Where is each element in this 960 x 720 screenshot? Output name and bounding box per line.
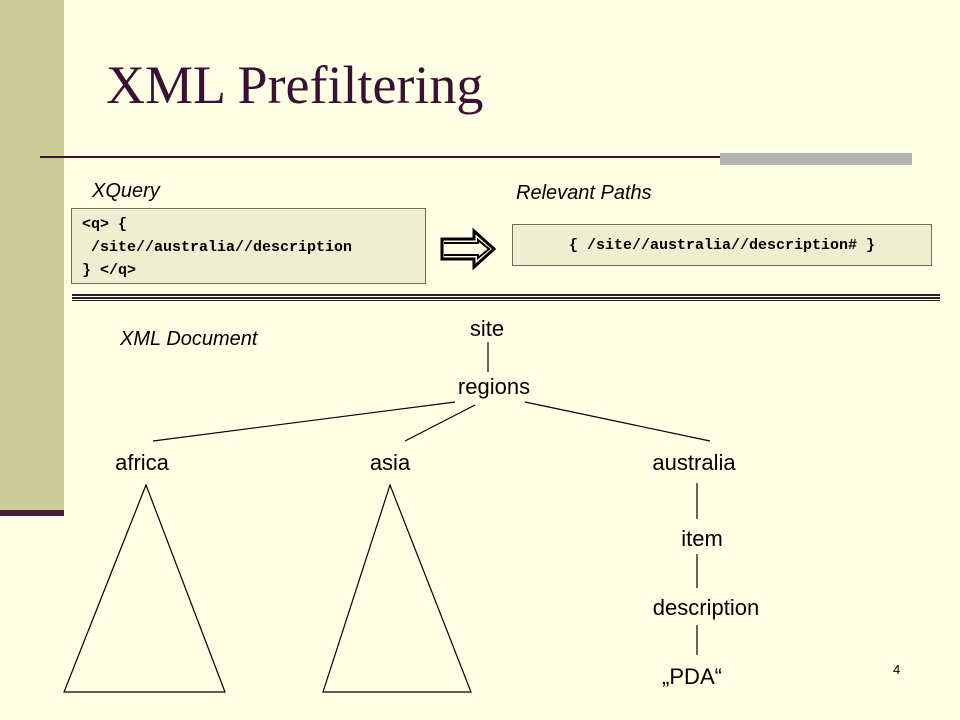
xml-document-label: XML Document xyxy=(120,328,258,350)
relevant-paths-label: Relevant Paths xyxy=(516,182,652,204)
node-site: site xyxy=(469,316,505,341)
xquery-code-box: <q> { /site//australia//description } </… xyxy=(71,208,426,284)
africa-subtree-triangle xyxy=(63,483,226,693)
left-accent-bar xyxy=(0,0,64,512)
node-australia: australia xyxy=(652,450,736,475)
node-asia: asia xyxy=(369,450,411,475)
xquery-label: XQuery xyxy=(92,180,160,202)
page-number: 4 xyxy=(893,662,901,677)
edge-regions-asia xyxy=(404,404,476,442)
title-underline xyxy=(40,156,912,158)
slide-title: XML Prefiltering xyxy=(106,55,484,115)
asia-subtree-triangle xyxy=(322,483,472,693)
edge-regions-africa xyxy=(152,401,456,442)
section-divider xyxy=(72,294,940,301)
double-right-arrow-icon xyxy=(440,227,496,271)
node-description: description xyxy=(652,595,760,620)
left-accent-bar-foot xyxy=(0,510,64,516)
edge-regions-australia xyxy=(524,401,711,442)
node-item: item xyxy=(681,526,723,551)
node-regions: regions xyxy=(457,374,531,399)
node-pda-text: „PDA“ xyxy=(662,664,722,689)
node-africa: africa xyxy=(115,450,169,475)
relevant-paths-code-box: { /site//australia//description# } xyxy=(512,224,932,266)
title-underline-accent xyxy=(720,150,912,168)
